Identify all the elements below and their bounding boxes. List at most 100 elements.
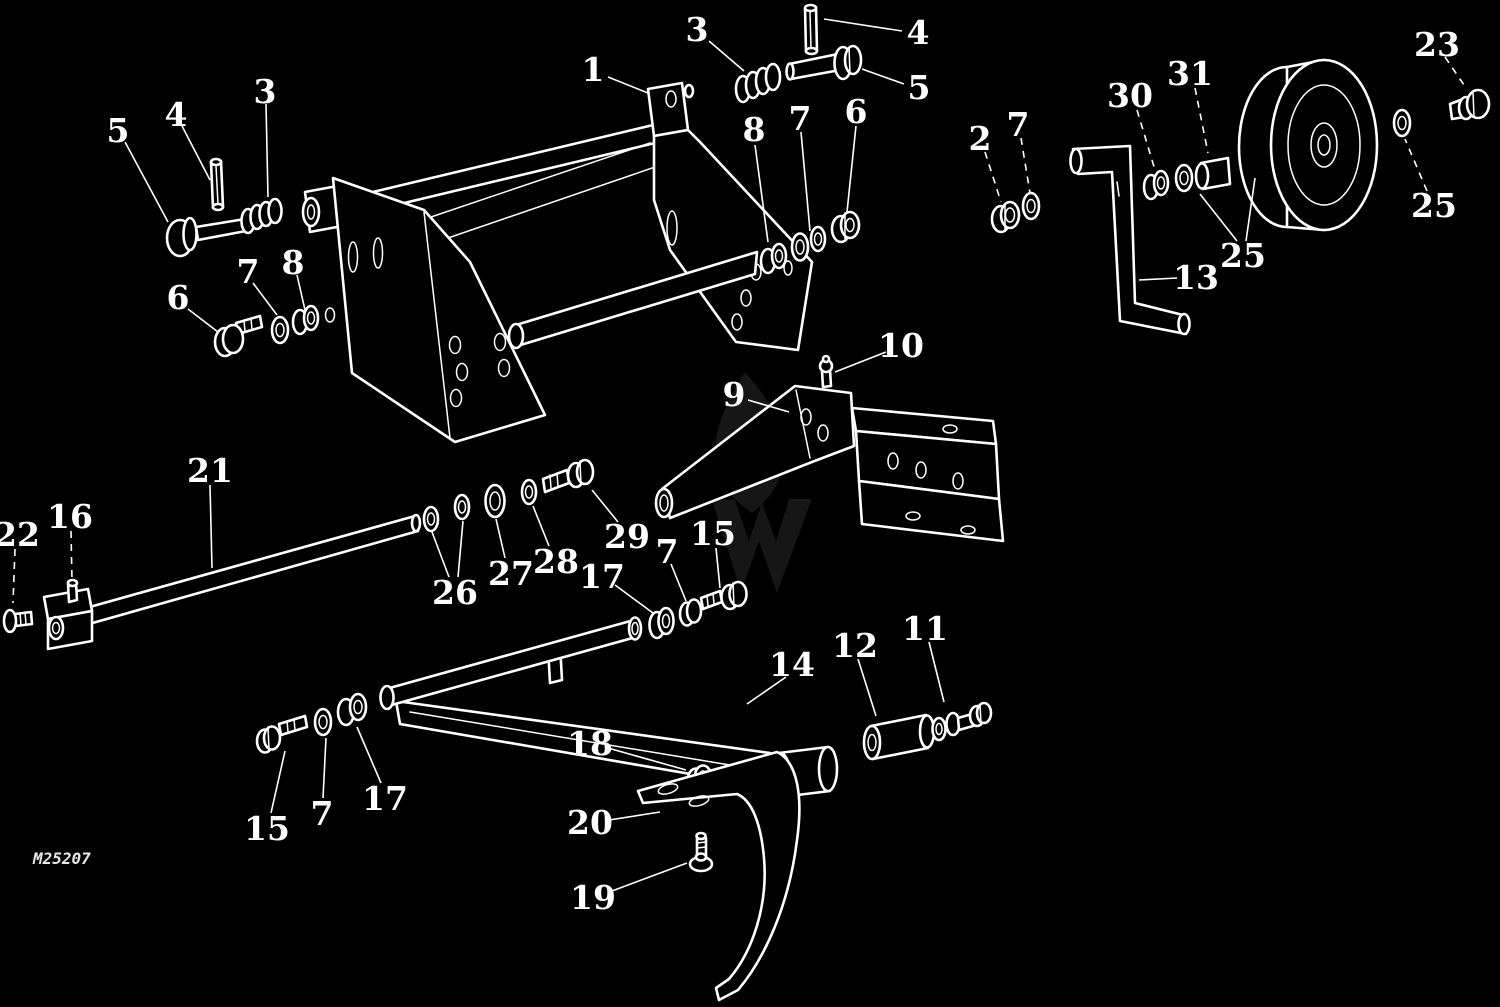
callout-31: 31 xyxy=(1167,54,1213,154)
nut-2-washer-7 xyxy=(990,191,1041,234)
callout-2: 2 xyxy=(969,119,1002,203)
callout-6: 6 xyxy=(167,278,219,333)
svg-text:25: 25 xyxy=(1220,236,1266,275)
svg-text:26: 26 xyxy=(432,573,478,612)
callout-4: 4 xyxy=(823,13,930,52)
svg-text:31: 31 xyxy=(1167,54,1213,93)
svg-text:6: 6 xyxy=(845,92,868,131)
svg-text:15: 15 xyxy=(244,809,290,848)
svg-text:12: 12 xyxy=(832,626,878,665)
callout-28: 28 xyxy=(532,505,579,581)
bolt-23 xyxy=(1448,88,1491,121)
washers-26-27-28 xyxy=(422,478,538,533)
figure-code: M25207 xyxy=(33,849,91,868)
callout-19: 19 xyxy=(570,862,688,917)
callout-12: 12 xyxy=(832,626,878,717)
svg-text:7: 7 xyxy=(1007,105,1030,144)
callout-1: 1 xyxy=(582,50,649,94)
svg-text:7: 7 xyxy=(311,794,334,833)
svg-text:21: 21 xyxy=(187,451,233,490)
callout-3: 3 xyxy=(686,10,745,72)
callout-11: 11 xyxy=(902,609,948,703)
spring-3-top xyxy=(734,62,782,104)
callout-9: 9 xyxy=(723,375,790,414)
svg-text:14: 14 xyxy=(769,645,815,684)
svg-text:9: 9 xyxy=(723,375,746,414)
callout-14: 14 xyxy=(746,645,815,705)
spring-3-left xyxy=(240,197,283,235)
main-frame-bracket xyxy=(301,81,814,444)
svg-text:17: 17 xyxy=(362,779,408,818)
callout-16: 16 xyxy=(47,497,93,582)
callout-20: 20 xyxy=(567,803,661,842)
callout-21: 21 xyxy=(187,451,233,569)
bolt-10 xyxy=(818,354,834,389)
arm-weldment-9 xyxy=(654,384,856,520)
callout-4: 4 xyxy=(165,95,211,181)
svg-text:6: 6 xyxy=(167,278,190,317)
svg-text:7: 7 xyxy=(789,99,812,138)
callout-7: 7 xyxy=(237,252,278,316)
callout-18: 18 xyxy=(567,724,687,771)
pin-4-left xyxy=(209,157,225,212)
svg-text:5: 5 xyxy=(107,111,130,150)
spacer-12 xyxy=(862,713,936,761)
callout-25: 25 xyxy=(1404,138,1457,225)
callout-5: 5 xyxy=(107,111,169,223)
callout-27: 27 xyxy=(488,518,534,593)
svg-text:27: 27 xyxy=(488,554,534,593)
svg-text:16: 16 xyxy=(47,497,93,536)
svg-text:23: 23 xyxy=(1414,25,1460,64)
callout-15: 15 xyxy=(244,750,290,848)
callout-7: 7 xyxy=(1007,105,1031,194)
j-bracket-13 xyxy=(1069,144,1191,336)
svg-text:30: 30 xyxy=(1107,76,1153,115)
carriage-bolt-5-left xyxy=(165,216,248,258)
washer-25-right xyxy=(1392,108,1412,138)
svg-text:20: 20 xyxy=(567,803,613,842)
svg-text:29: 29 xyxy=(604,517,650,556)
svg-text:13: 13 xyxy=(1173,258,1219,297)
curved-shank-20 xyxy=(636,750,801,1002)
callout-17: 17 xyxy=(356,726,408,818)
svg-text:22: 22 xyxy=(0,515,40,554)
callout-29: 29 xyxy=(591,489,650,556)
bolt-29 xyxy=(541,458,595,494)
pivot-hardware-mid-17-7-15 xyxy=(648,580,748,640)
svg-text:3: 3 xyxy=(254,72,277,111)
callout-8: 8 xyxy=(282,243,306,311)
svg-text:28: 28 xyxy=(533,542,579,581)
svg-text:5: 5 xyxy=(908,68,931,107)
channel-bracket xyxy=(850,406,1005,543)
callout-6: 6 xyxy=(845,92,868,213)
svg-text:4: 4 xyxy=(165,95,188,134)
callout-15: 15 xyxy=(690,514,736,589)
bolt-washer-group-6-7-8-left xyxy=(213,304,320,358)
pin-4-top xyxy=(803,3,819,56)
svg-text:18: 18 xyxy=(567,724,613,763)
svg-text:10: 10 xyxy=(878,326,924,365)
svg-text:7: 7 xyxy=(656,532,679,571)
svg-text:3: 3 xyxy=(686,10,709,49)
callout-10: 10 xyxy=(834,326,924,373)
callout-5: 5 xyxy=(861,68,931,107)
idler-pulley xyxy=(1237,58,1379,232)
svg-text:8: 8 xyxy=(743,110,766,149)
svg-text:11: 11 xyxy=(902,609,948,648)
callout-17: 17 xyxy=(579,557,654,614)
callout-7: 7 xyxy=(311,737,334,833)
pivot-hardware-bottom-15-7-17 xyxy=(255,692,368,754)
svg-text:25: 25 xyxy=(1411,186,1457,225)
svg-text:8: 8 xyxy=(282,243,305,282)
callout-25: 25 xyxy=(1199,177,1266,275)
bolt-19 xyxy=(688,831,714,873)
bolt-22 xyxy=(2,608,34,634)
svg-text:2: 2 xyxy=(969,119,992,158)
callout-13: 13 xyxy=(1138,258,1219,297)
callout-7: 7 xyxy=(656,532,687,602)
svg-text:4: 4 xyxy=(907,13,930,52)
callout-7: 7 xyxy=(789,99,812,232)
